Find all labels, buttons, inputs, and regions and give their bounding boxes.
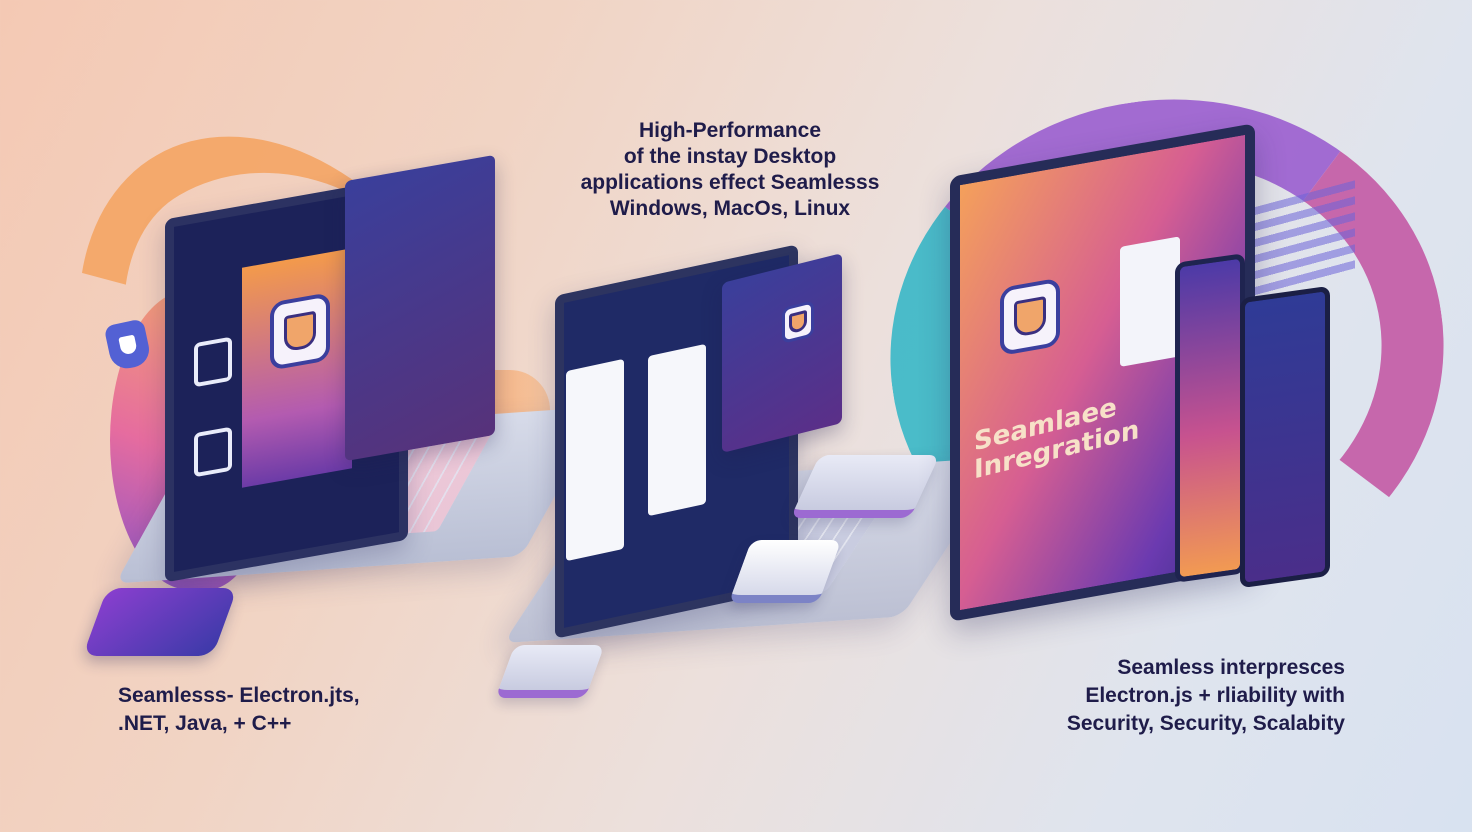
gradient-pad <box>82 588 238 656</box>
headline-line-2: of the instay Desktop <box>623 145 837 168</box>
caption-right-line-3: Security, Security, Scalabity <box>1066 712 1345 735</box>
tablet <box>1240 285 1330 589</box>
shield-icon <box>782 300 814 344</box>
lock-icon <box>194 336 232 388</box>
headline-line-3: applications effect Seamlesss <box>580 171 880 194</box>
padlock-icon <box>194 426 232 478</box>
headline-line-1: High-Performance <box>638 119 822 142</box>
phone <box>1175 253 1245 583</box>
monitor-banner: Seamlaee Inregration <box>974 388 1139 485</box>
laptop-2-document-1 <box>566 358 624 562</box>
caption-left-line-1: Seamlesss- Electron.jts, <box>118 684 360 707</box>
laptop-2-floating-panel <box>722 253 842 453</box>
caption-right-line-2: Electron.js + rliability with <box>1085 684 1345 707</box>
laptop-1-app-window <box>242 248 352 488</box>
shield-icon <box>1000 277 1060 357</box>
caption-right: Seamless interpresces Electron.js + rlia… <box>1000 654 1345 738</box>
caption-left-line-2: .NET, Java, + C++ <box>118 712 292 735</box>
laptop-1-floating-panel <box>345 154 495 462</box>
headline: High-Performance of the instay Desktop a… <box>520 118 940 222</box>
device-block <box>495 645 605 698</box>
caption-left: Seamlesss- Electron.jts, .NET, Java, + C… <box>118 682 360 738</box>
shield-icon <box>270 292 330 371</box>
phone-screen <box>1180 258 1240 578</box>
monitor-document <box>1120 236 1180 367</box>
tablet-screen <box>1245 291 1325 583</box>
laptop-2-document-2 <box>648 343 706 517</box>
headline-line-4: Windows, MacOs, Linux <box>609 197 851 220</box>
caption-right-line-1: Seamless interpresces <box>1117 656 1345 679</box>
